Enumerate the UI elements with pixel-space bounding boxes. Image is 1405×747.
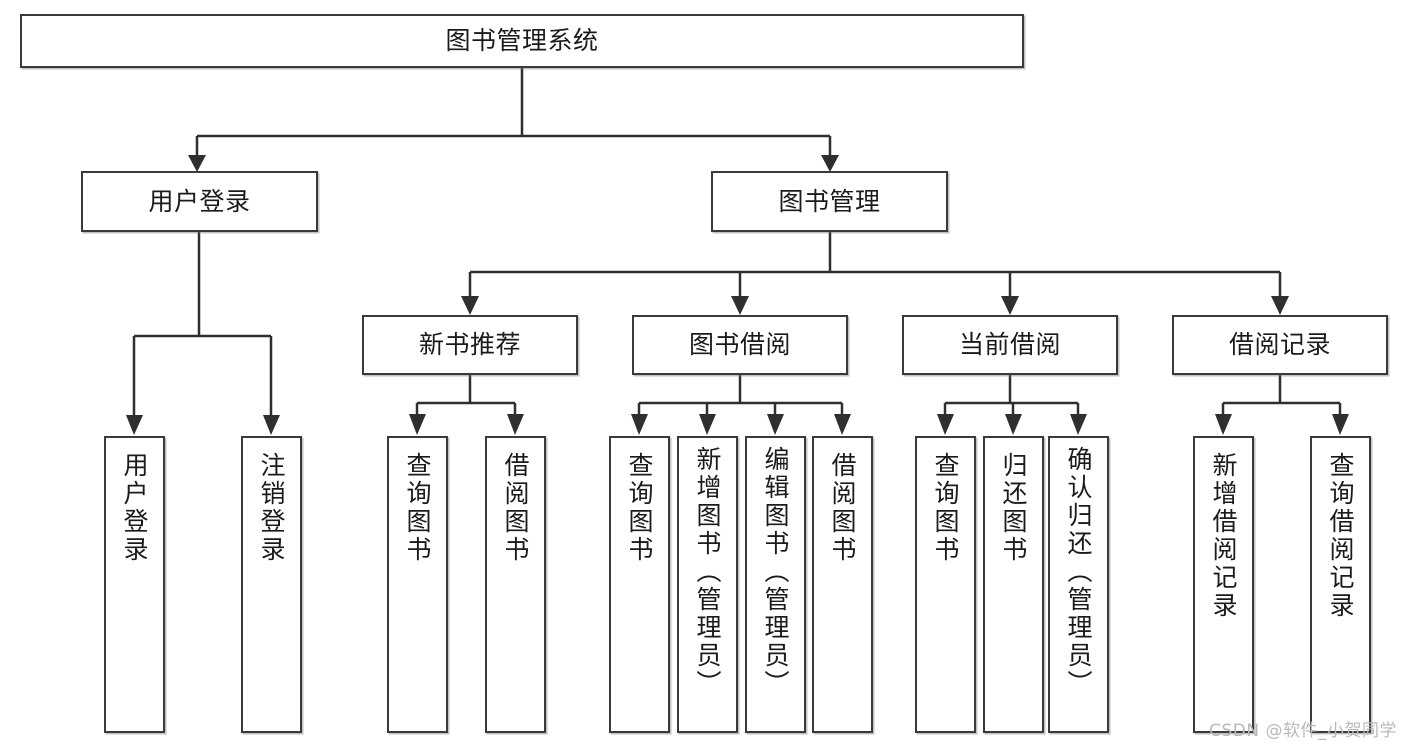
node-label: 查询图书 [625, 452, 654, 564]
node-user-login[interactable]: 用户登录 [81, 171, 318, 232]
node-label: 当前借阅 [958, 330, 1061, 360]
leaf-book-borrow-query-book[interactable]: 查询图书 [609, 436, 670, 733]
leaf-new-book-query-book[interactable]: 查询图书 [387, 436, 448, 733]
node-label: 借阅记录 [1228, 330, 1331, 360]
node-label: 查询借阅记录 [1326, 452, 1355, 620]
node-label: 用户登录 [120, 452, 149, 564]
node-label: 借阅图书 [501, 452, 530, 564]
leaf-book-borrow-edit-book-admin[interactable]: 编辑图书（管理员） [745, 436, 806, 733]
node-borrow-record[interactable]: 借阅记录 [1172, 315, 1388, 375]
node-label: 查询图书 [403, 452, 432, 564]
node-root-book-management-system[interactable]: 图书管理系统 [20, 14, 1024, 68]
leaf-borrow-record-query-record[interactable]: 查询借阅记录 [1310, 436, 1371, 733]
leaf-user-login-login[interactable]: 用户登录 [104, 436, 165, 733]
node-label: 新增借阅记录 [1209, 452, 1238, 620]
leaf-new-book-borrow-book[interactable]: 借阅图书 [485, 436, 546, 733]
node-label: 图书管理系统 [445, 26, 599, 56]
node-label: 编辑图书（管理员） [761, 446, 790, 698]
leaf-user-login-logout[interactable]: 注销登录 [241, 436, 302, 733]
node-label: 图书管理 [778, 186, 881, 216]
node-new-book-recommend[interactable]: 新书推荐 [362, 315, 578, 375]
node-book-borrow[interactable]: 图书借阅 [632, 315, 848, 375]
node-label: 新书推荐 [418, 330, 521, 360]
node-label: 借阅图书 [828, 452, 857, 564]
node-label: 新增图书（管理员） [693, 446, 722, 698]
node-label: 查询图书 [931, 452, 960, 564]
leaf-current-borrow-confirm-return-admin[interactable]: 确认归还（管理员） [1048, 436, 1109, 733]
leaf-book-borrow-add-book-admin[interactable]: 新增图书（管理员） [677, 436, 738, 733]
node-label: 归还图书 [999, 452, 1028, 564]
node-current-borrow[interactable]: 当前借阅 [902, 315, 1118, 375]
node-label: 注销登录 [257, 452, 286, 564]
node-label: 确认归还（管理员） [1064, 446, 1093, 698]
leaf-current-borrow-return-book[interactable]: 归还图书 [983, 436, 1044, 733]
node-label: 用户登录 [148, 186, 251, 216]
leaf-current-borrow-query-book[interactable]: 查询图书 [915, 436, 976, 733]
node-book-management[interactable]: 图书管理 [711, 171, 948, 232]
node-label: 图书借阅 [688, 330, 791, 360]
leaf-book-borrow-borrow-book[interactable]: 借阅图书 [812, 436, 873, 733]
leaf-borrow-record-add-record[interactable]: 新增借阅记录 [1193, 436, 1254, 733]
watermark: CSDN @软件_小贺同学 [1209, 721, 1397, 741]
